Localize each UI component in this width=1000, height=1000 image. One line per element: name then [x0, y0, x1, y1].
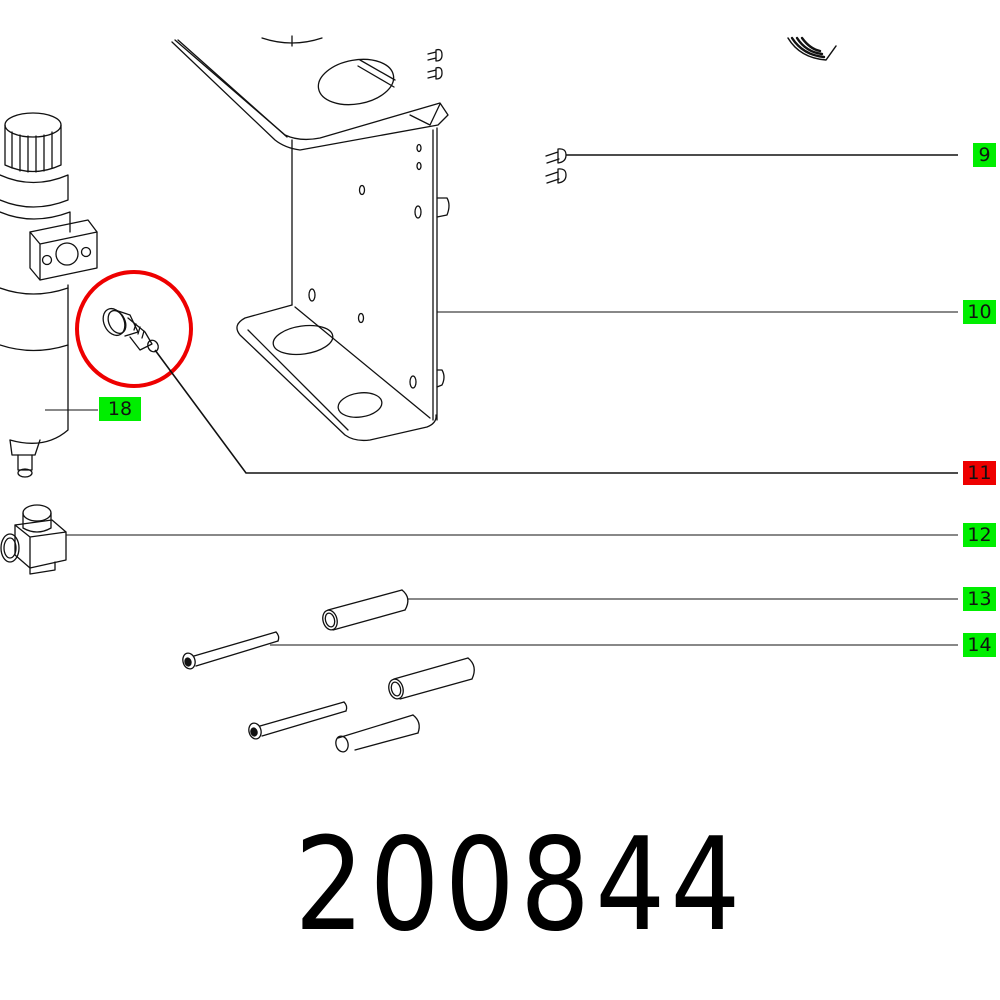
quick-connector — [102, 307, 159, 353]
callout-9[interactable]: 9 — [973, 143, 996, 167]
leader-11 — [154, 349, 958, 474]
callout-18[interactable]: 18 — [99, 397, 141, 421]
callout-11[interactable]: 11 — [963, 461, 996, 485]
knurled-part-fragment — [787, 36, 837, 61]
sleeve-lower-2 — [335, 714, 420, 753]
screws-part-9 — [545, 148, 567, 184]
callout-14[interactable]: 14 — [963, 633, 996, 657]
sleeve-lower-1 — [388, 657, 475, 700]
sleeve-13 — [322, 589, 409, 631]
filter-regulator — [0, 112, 98, 478]
screws-top — [427, 48, 443, 80]
callout-13[interactable]: 13 — [963, 587, 996, 611]
highlight-circle — [75, 270, 193, 388]
callout-12[interactable]: 12 — [963, 523, 996, 547]
long-screw-14 — [182, 631, 280, 670]
part-number: 200844 — [294, 811, 746, 960]
mounting-bracket — [171, 39, 450, 442]
elbow-valve — [0, 504, 67, 575]
callout-10[interactable]: 10 — [963, 300, 996, 324]
long-screw-lower — [248, 701, 348, 740]
